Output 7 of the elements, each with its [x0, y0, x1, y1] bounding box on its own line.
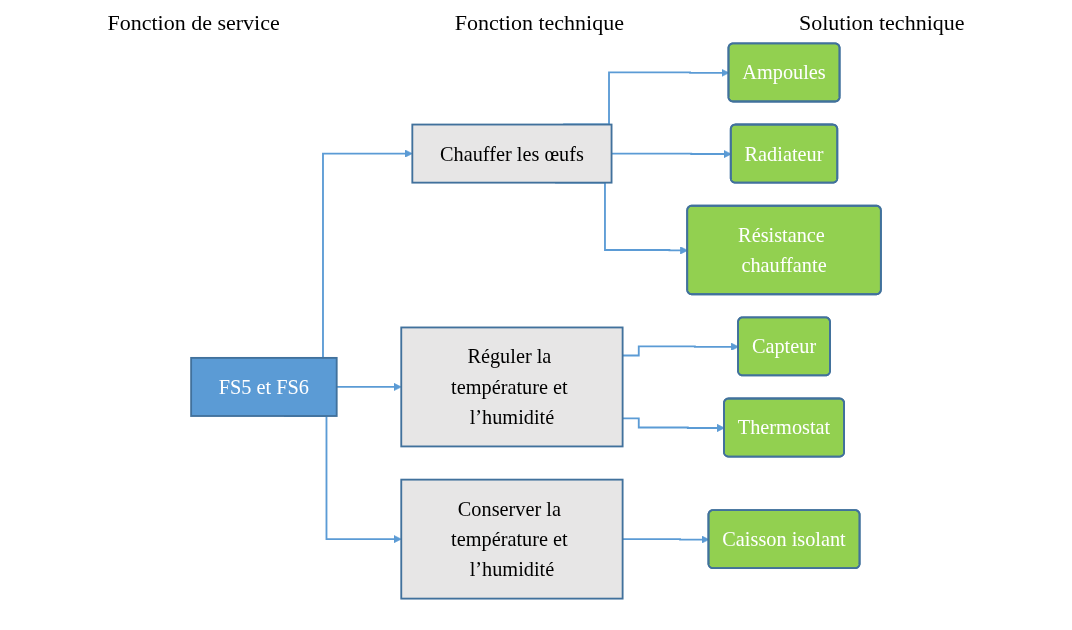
node-box: Réguler la température et l’humidité [400, 326, 624, 448]
column-heading: Solution technique [798, 10, 965, 36]
node-box: FS5 et FS6 [190, 356, 338, 417]
column-heading: Fonction de service [107, 10, 280, 36]
node-box: Conserver la température et l’humidité [400, 478, 624, 600]
column-heading: Fonction technique [454, 10, 624, 36]
node-box: Chauffer les œufs [411, 123, 613, 184]
